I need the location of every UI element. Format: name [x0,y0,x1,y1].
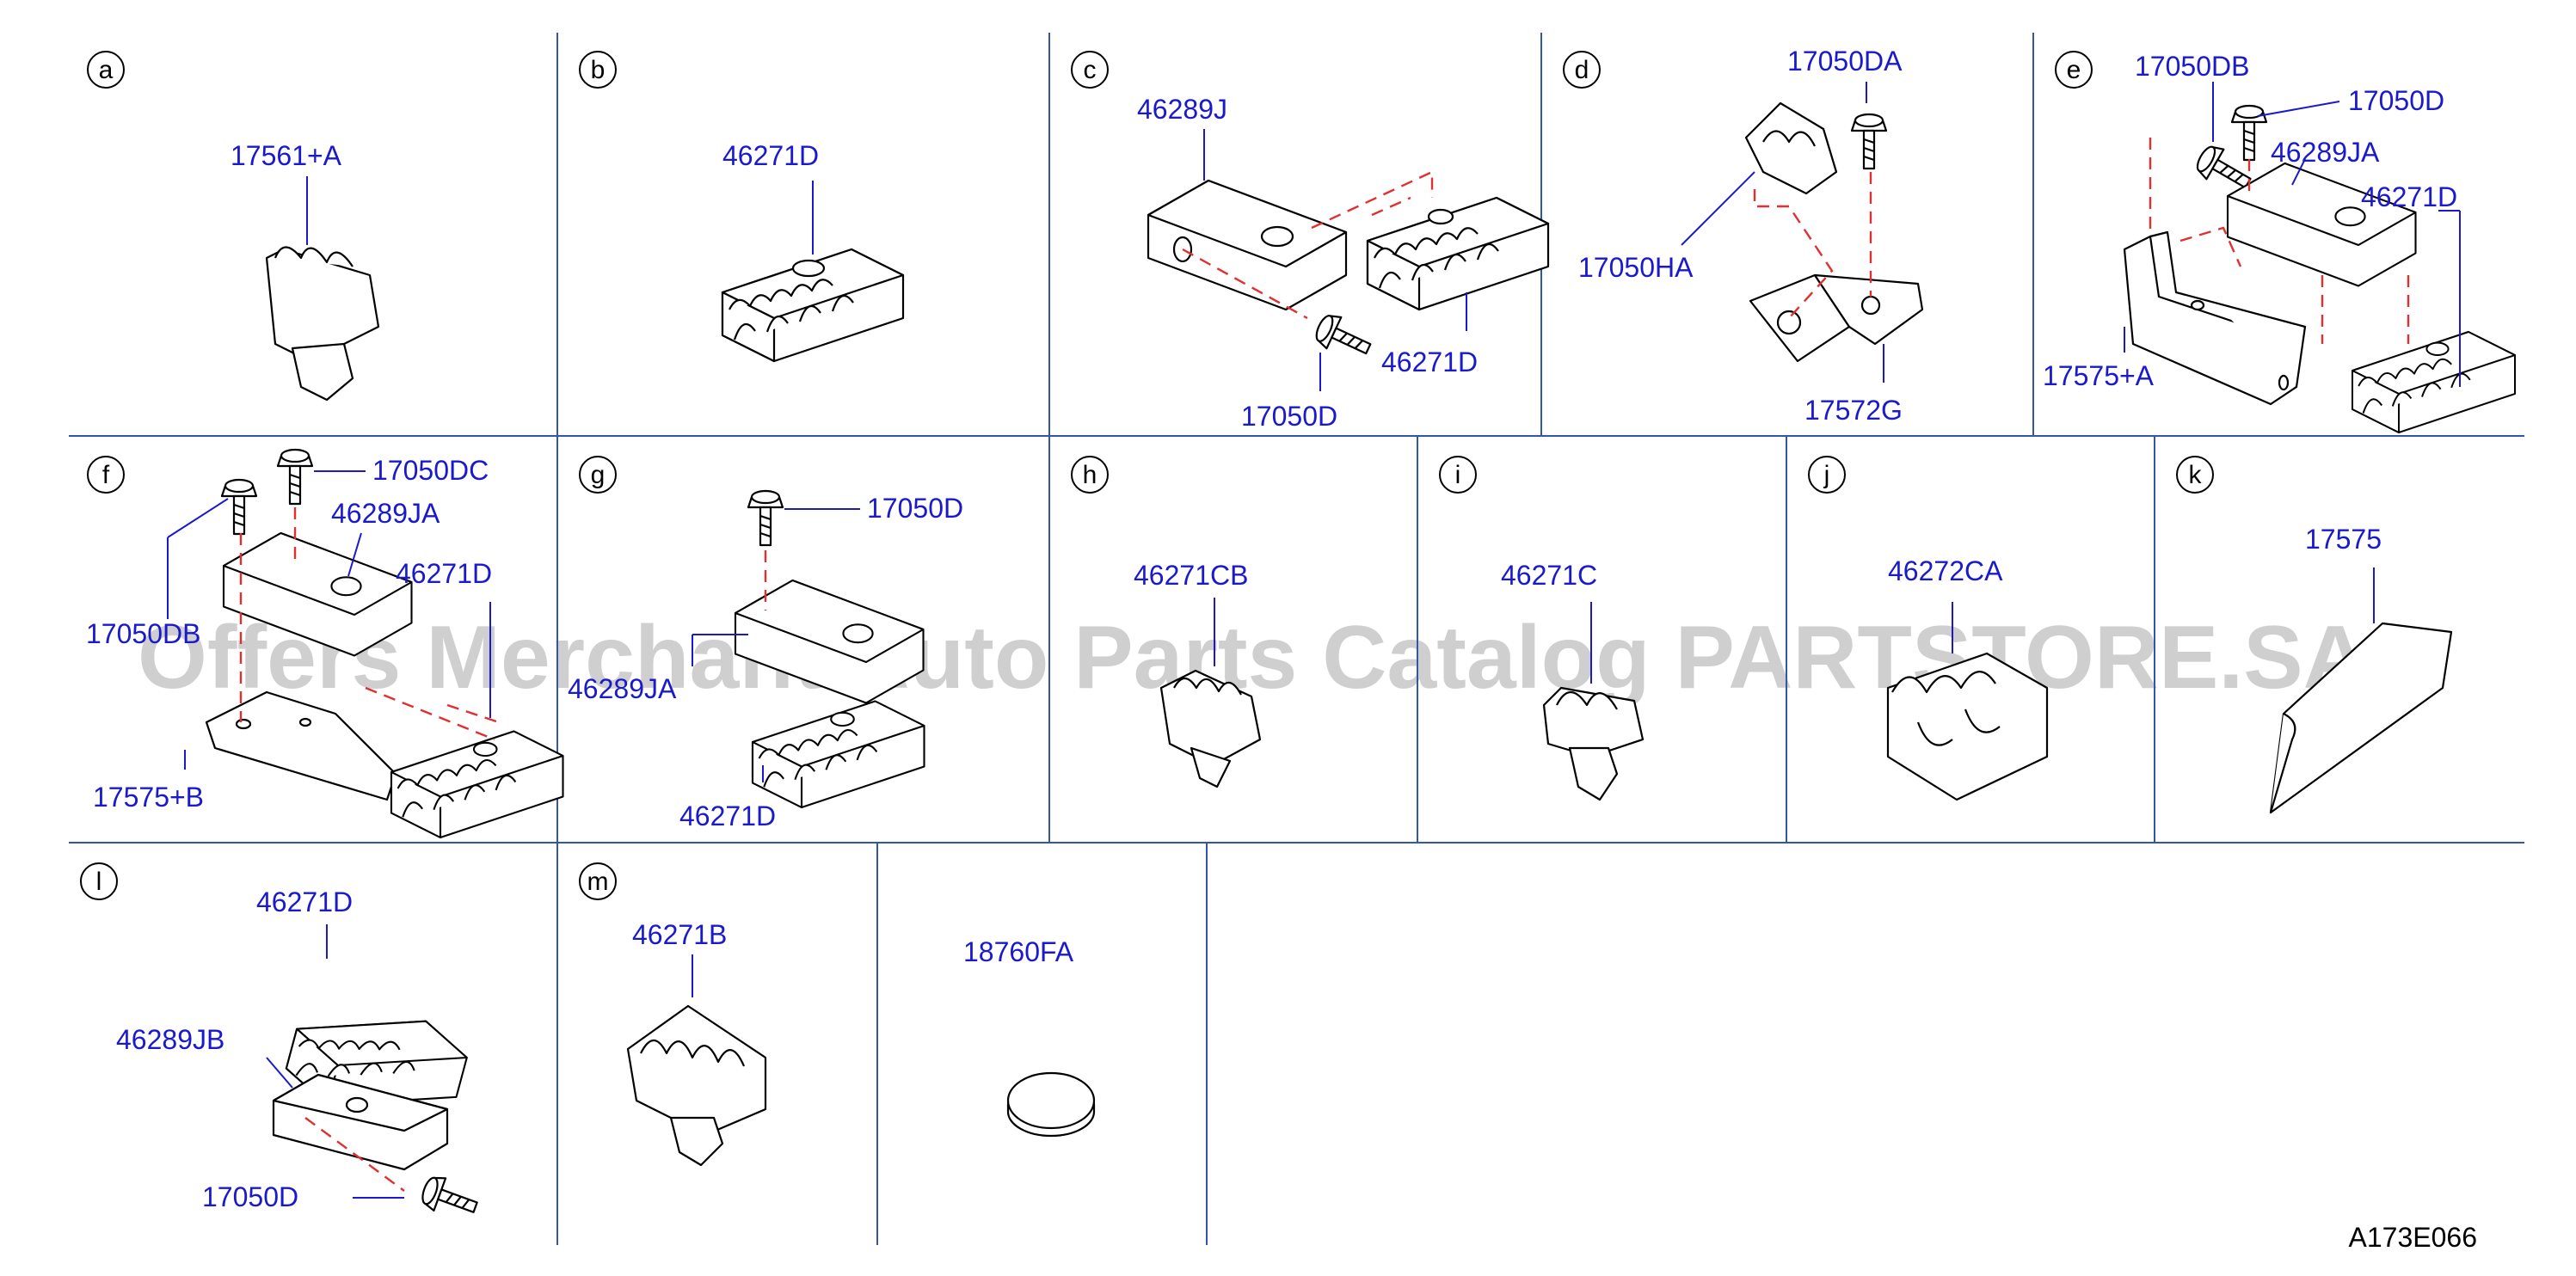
panel-letter: m [587,868,609,896]
part-17050d-bolt[interactable] [1311,309,1377,365]
part-46271cb-clip[interactable] [1159,669,1262,788]
part-46271d-clamp[interactable] [721,248,905,363]
part-46271d-clamp[interactable] [2352,331,2516,433]
part-label: 17050D [2348,85,2444,116]
part-label: 18760FA [963,936,1074,967]
panel-letter: i [1455,461,1461,489]
part-label: 17050DA [1787,46,1903,77]
part-17050ha-clip[interactable] [1744,101,1838,195]
panel-m: m 46271B [579,862,767,1167]
part-17050d-bolt[interactable] [2230,104,2268,162]
part-46271d-clamp[interactable] [751,700,925,809]
panel-d: d 17050HA 17050DA 17572G [1563,46,1924,426]
part-label: 17050DB [86,618,200,649]
part-46289jb-bracket[interactable] [272,1073,449,1171]
panel-j: j 46272CA [1808,456,2049,801]
panel-letter: l [96,868,102,896]
part-label: 17572G [1804,395,1903,426]
part-17050db-bolt[interactable] [220,478,258,536]
part-label: 17050DB [2135,51,2249,82]
part-label: 46289JA [2271,137,2380,168]
part-label: 17050D [1241,401,1337,432]
panel-letter: k [2189,461,2203,489]
panel-letter: d [1575,56,1589,84]
panel-k: k 17575 [2176,456,2453,814]
panel-letter: a [99,56,114,84]
part-46271d-clamp[interactable] [1366,196,1550,311]
part-46271d-clamp[interactable] [390,730,564,839]
part-46289j-bracket[interactable] [1147,179,1348,311]
panel-letter: b [591,56,606,84]
diagram-reference-code: A173E066 [2349,1222,2477,1253]
part-label: 17050D [867,493,963,524]
part-17050da-bolt[interactable] [1850,113,1888,170]
panel-letter: j [1823,461,1830,489]
panel-grid [69,33,2524,1245]
panel-e: e 17050DB 17050D 46289JA 46271D [2043,51,2516,433]
part-17575a-bracket[interactable] [2123,230,2307,406]
part-label: 46271CB [1134,560,1248,591]
part-label: 17050HA [1578,252,1694,283]
panel-g: g 17050D 46289JA 46271D [568,456,963,831]
part-label: 17050DC [372,455,489,486]
part-17575-shield[interactable] [2269,622,2453,814]
panel-h: h 46271CB [1071,456,1262,788]
part-17050d-bolt[interactable] [747,489,784,547]
part-label: 46271D [2361,181,2457,212]
part-label: 46271D [256,886,353,917]
part-17050d-bolt[interactable] [417,1171,483,1225]
part-label: 46289JB [116,1024,224,1055]
panel-letter: h [1083,461,1097,489]
part-17561a[interactable] [265,246,380,402]
part-label: 46271D [679,801,776,831]
part-label: 17575 [2305,524,2382,555]
panel-b: b 46271D [579,51,905,363]
panel-letter-circle [87,51,125,89]
part-46271c-clip[interactable] [1542,686,1645,801]
part-46271b-clip[interactable] [626,1004,767,1167]
part-label: 17561+A [231,140,342,171]
part-label: 46271D [396,558,492,589]
part-label: 46271C [1501,560,1597,591]
panel-l: l 46271D 46289JB 17050D [80,862,483,1225]
panel-letter: c [1084,56,1097,84]
part-label: 17050D [202,1181,298,1212]
part-label: 17575+A [2043,360,2155,391]
panel-plug: 18760FA [963,936,1096,1138]
part-label: 46289J [1137,94,1227,125]
part-label: 46271D [1381,347,1478,377]
panel-letter: f [102,461,110,489]
panel-i: i 46271C [1439,456,1645,801]
part-label: 46289JA [568,673,677,704]
part-label: 46271D [722,140,819,171]
part-18760fa-plug[interactable] [1006,1071,1096,1138]
panel-c: c 46289J 46271D 17050D [1071,51,1550,432]
panel-letter: e [2067,56,2081,84]
panel-letter: g [591,461,606,489]
part-label: 46271B [632,919,727,950]
part-label: 46272CA [1888,555,2003,586]
part-17572g-bracket[interactable] [1749,273,1924,363]
part-label: 17575+B [93,782,204,813]
part-17050dc-bolt[interactable] [276,448,314,506]
part-17575b-bracket[interactable] [205,690,397,801]
panel-f: f 17050DC 46289JA 46271D 17050DB 17575+ [86,448,564,839]
part-label: 46289JA [331,498,440,529]
panel-a: a 17561+A [87,51,380,402]
part-46272ca-clamp[interactable] [1886,652,2049,801]
